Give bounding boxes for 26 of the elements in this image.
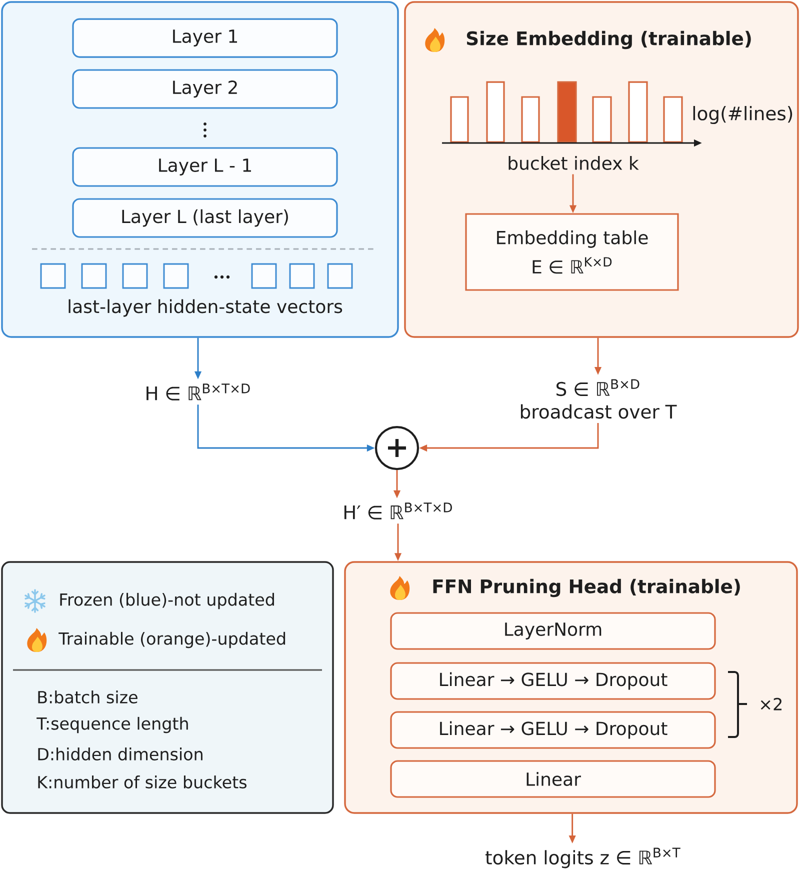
legend-text: Trainable (orange)-updated <box>58 632 286 648</box>
definition-text: D:hidden dimension <box>38 748 202 760</box>
tensor-label: H ∈ ℝ$^{B×T×D}$ <box>146 384 250 400</box>
table-box: Embedding table E ∈ ℝ$^{K×D}$ <box>465 213 679 291</box>
legend-text: Frozen (blue)-not updated <box>60 592 274 610</box>
layer-box: LayerNorm <box>390 612 716 650</box>
layer-box: Layer 2 <box>72 69 338 109</box>
layer-box: Layer 1 <box>72 18 338 58</box>
layer-box: Layer L - 1 <box>72 147 338 187</box>
tensor-label: H′ ∈ ℝ$^{B×T×D}$ <box>344 502 452 520</box>
panel-title: FFN Pruning Head (trainable) <box>433 578 740 598</box>
definition-text: B:batch size <box>38 690 138 704</box>
output-label: token logits z ∈ ℝ$^{B×T}$ <box>485 848 680 868</box>
panel-label: last-layer hidden-state vectors <box>68 299 342 317</box>
layer-box: Linear → GELU → Dropout <box>390 662 716 700</box>
multiplier-label: ×2 <box>760 698 782 710</box>
panel-title: Size Embedding (trainable) <box>466 30 751 50</box>
sum-circle <box>374 426 420 470</box>
axis-label: bucket index k <box>508 156 639 170</box>
axis-label: log(#lines) <box>693 106 792 124</box>
layer-box: Linear <box>390 760 716 798</box>
layer-box: Linear → GELU → Dropout <box>390 711 716 749</box>
layer-box: Layer L (last layer) <box>72 198 338 238</box>
definition-text: T:sequence length <box>36 716 188 734</box>
definition-text: K:number of size buckets <box>38 776 246 788</box>
tensor-label: S ∈ ℝ$^{B×D}$ broadcast over T <box>520 379 677 419</box>
